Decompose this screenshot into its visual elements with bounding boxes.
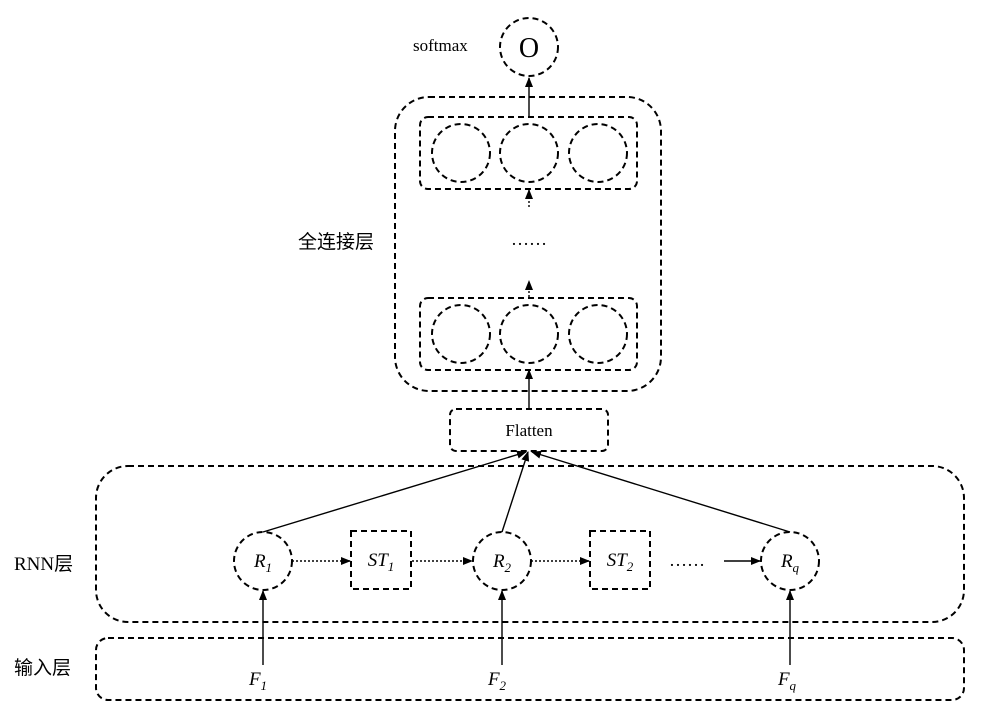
state-box-st1-label: ST1 [368, 550, 395, 574]
flatten-box [449, 408, 609, 452]
fc-layer-box [394, 96, 662, 392]
fc-neuron [431, 123, 491, 183]
fc-neuron [568, 304, 628, 364]
fc-ellipsis: …… [511, 229, 547, 249]
flatten-label: Flatten [505, 421, 553, 440]
arrow-r1-to-flatten [262, 450, 527, 533]
input-layer-label: 输入层 [14, 657, 71, 679]
fc-neuron [431, 304, 491, 364]
arrow-r2-to-flatten [501, 451, 530, 533]
rnn-node-r2-label: R2 [492, 551, 512, 575]
rnn-layer-box [95, 465, 965, 623]
state-box-st2-label: ST2 [607, 550, 634, 574]
input-feature-fq: Fq [777, 669, 797, 693]
fc-layer-top [419, 116, 638, 190]
rnn-node-rq-label: Rq [780, 551, 800, 575]
fc-layer-bottom [419, 297, 638, 371]
softmax-label: softmax [413, 36, 468, 55]
arrow-rq-to-flatten [531, 450, 791, 533]
rnn-node-r1-label: R1 [253, 551, 272, 575]
output-node-label: O [519, 33, 539, 64]
input-feature-f1: F1 [248, 669, 267, 693]
state-box-st1 [350, 530, 412, 590]
rnn-layer-label: RNN层 [14, 554, 73, 575]
state-box-st2 [589, 530, 651, 590]
input-feature-f2: F2 [487, 669, 507, 693]
fc-neuron [568, 123, 628, 183]
rnn-ellipsis: …… [669, 550, 705, 570]
fc-layer-label: 全连接层 [298, 231, 374, 253]
output-node [499, 17, 559, 77]
fc-neuron [499, 304, 559, 364]
input-layer-box [95, 637, 965, 701]
fc-neuron [499, 123, 559, 183]
